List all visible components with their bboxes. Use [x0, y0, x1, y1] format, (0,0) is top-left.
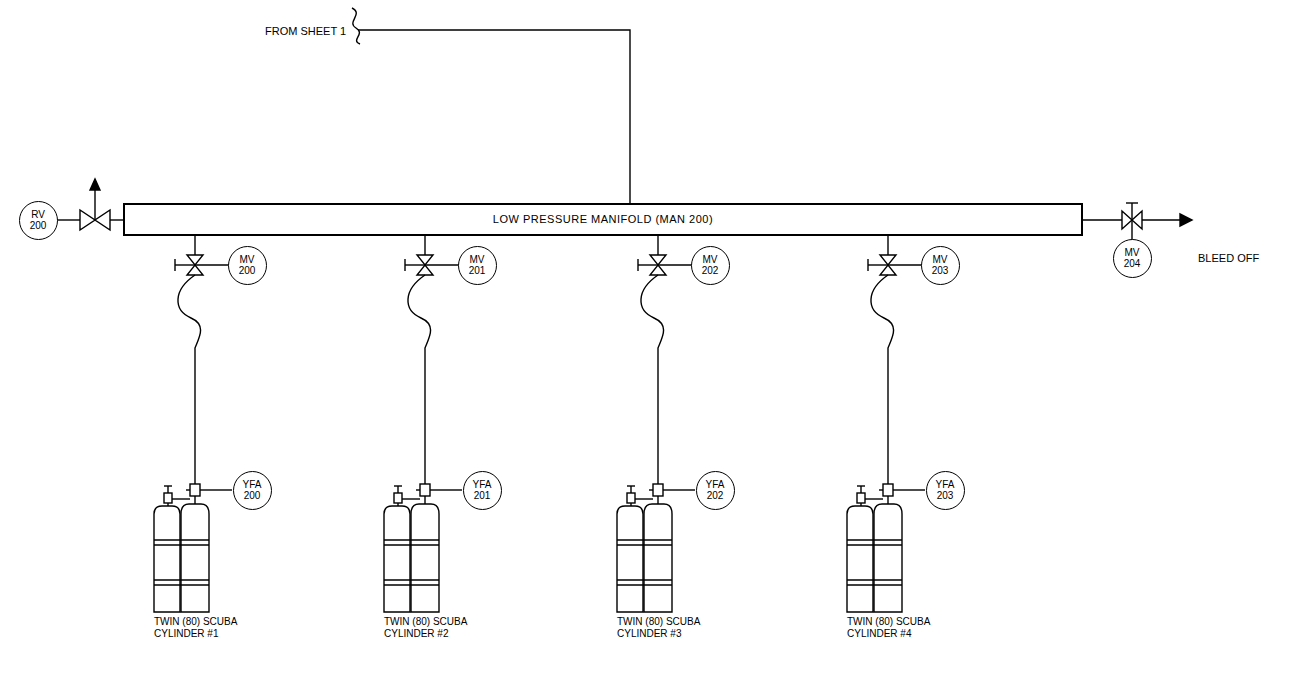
pipe — [110, 219, 123, 220]
valve-handle — [1126, 202, 1138, 203]
cylinder-label: TWIN (80) SCUBA CYLINDER #2 — [384, 616, 484, 640]
valve-tag: MV 202 — [691, 246, 730, 285]
supply-pipe — [358, 30, 630, 203]
manifold-label: LOW PRESSURE MANIFOLD (MAN 200) — [493, 214, 713, 225]
tag-text: MV 201 — [465, 254, 489, 276]
arrowhead — [90, 179, 100, 190]
valve-symbol — [1132, 211, 1142, 229]
pipe — [1083, 219, 1122, 220]
tag-text: YFA 203 — [933, 479, 957, 501]
cylinder-label: TWIN (80) SCUBA CYLINDER #3 — [617, 616, 717, 640]
cylinder-branch — [617, 236, 695, 612]
tag-text: MV 202 — [698, 254, 722, 276]
relief-valve-symbol — [80, 210, 95, 230]
arrowhead — [1180, 214, 1192, 226]
tag-text: YFA 202 — [703, 479, 727, 501]
tag-text: MV 204 — [1120, 247, 1144, 269]
tag-text: MV 203 — [928, 254, 952, 276]
valve-tag: YFA 202 — [696, 471, 735, 510]
tag-text: YFA 200 — [240, 479, 264, 501]
tag-text: YFA 201 — [470, 479, 494, 501]
pipe — [1142, 219, 1180, 220]
flow-label: BLEED OFF — [1198, 252, 1259, 264]
cylinder-branch — [847, 236, 925, 612]
sheet-reference: FROM SHEET 1 — [265, 25, 346, 37]
cylinder-branch — [384, 236, 462, 612]
valve-tag: MV 201 — [458, 246, 497, 285]
cylinder-branch — [154, 236, 232, 612]
tag-text: MV 200 — [235, 254, 259, 276]
vent-line — [94, 188, 95, 220]
valve-tag: YFA 201 — [463, 471, 502, 510]
valve-tag: MV 203 — [921, 246, 960, 285]
valve-tag: YFA 200 — [233, 471, 272, 510]
valve-symbol — [1122, 211, 1132, 229]
relief-valve-symbol — [95, 210, 110, 230]
cylinder-label: TWIN (80) SCUBA CYLINDER #1 — [154, 616, 254, 640]
cylinder-label: TWIN (80) SCUBA CYLINDER #4 — [847, 616, 947, 640]
leader-line — [1131, 220, 1132, 240]
continuation-break — [352, 8, 360, 44]
leader-line — [55, 219, 80, 220]
tag-text: RV 200 — [26, 209, 50, 231]
valve-tag: MV 204 — [1113, 239, 1152, 278]
relief-valve-tag: RV 200 — [19, 201, 58, 240]
valve-tag: YFA 203 — [926, 471, 965, 510]
valve-tag: MV 200 — [228, 246, 267, 285]
manifold-box: LOW PRESSURE MANIFOLD (MAN 200) — [123, 203, 1083, 236]
valve-stem — [1131, 203, 1132, 220]
